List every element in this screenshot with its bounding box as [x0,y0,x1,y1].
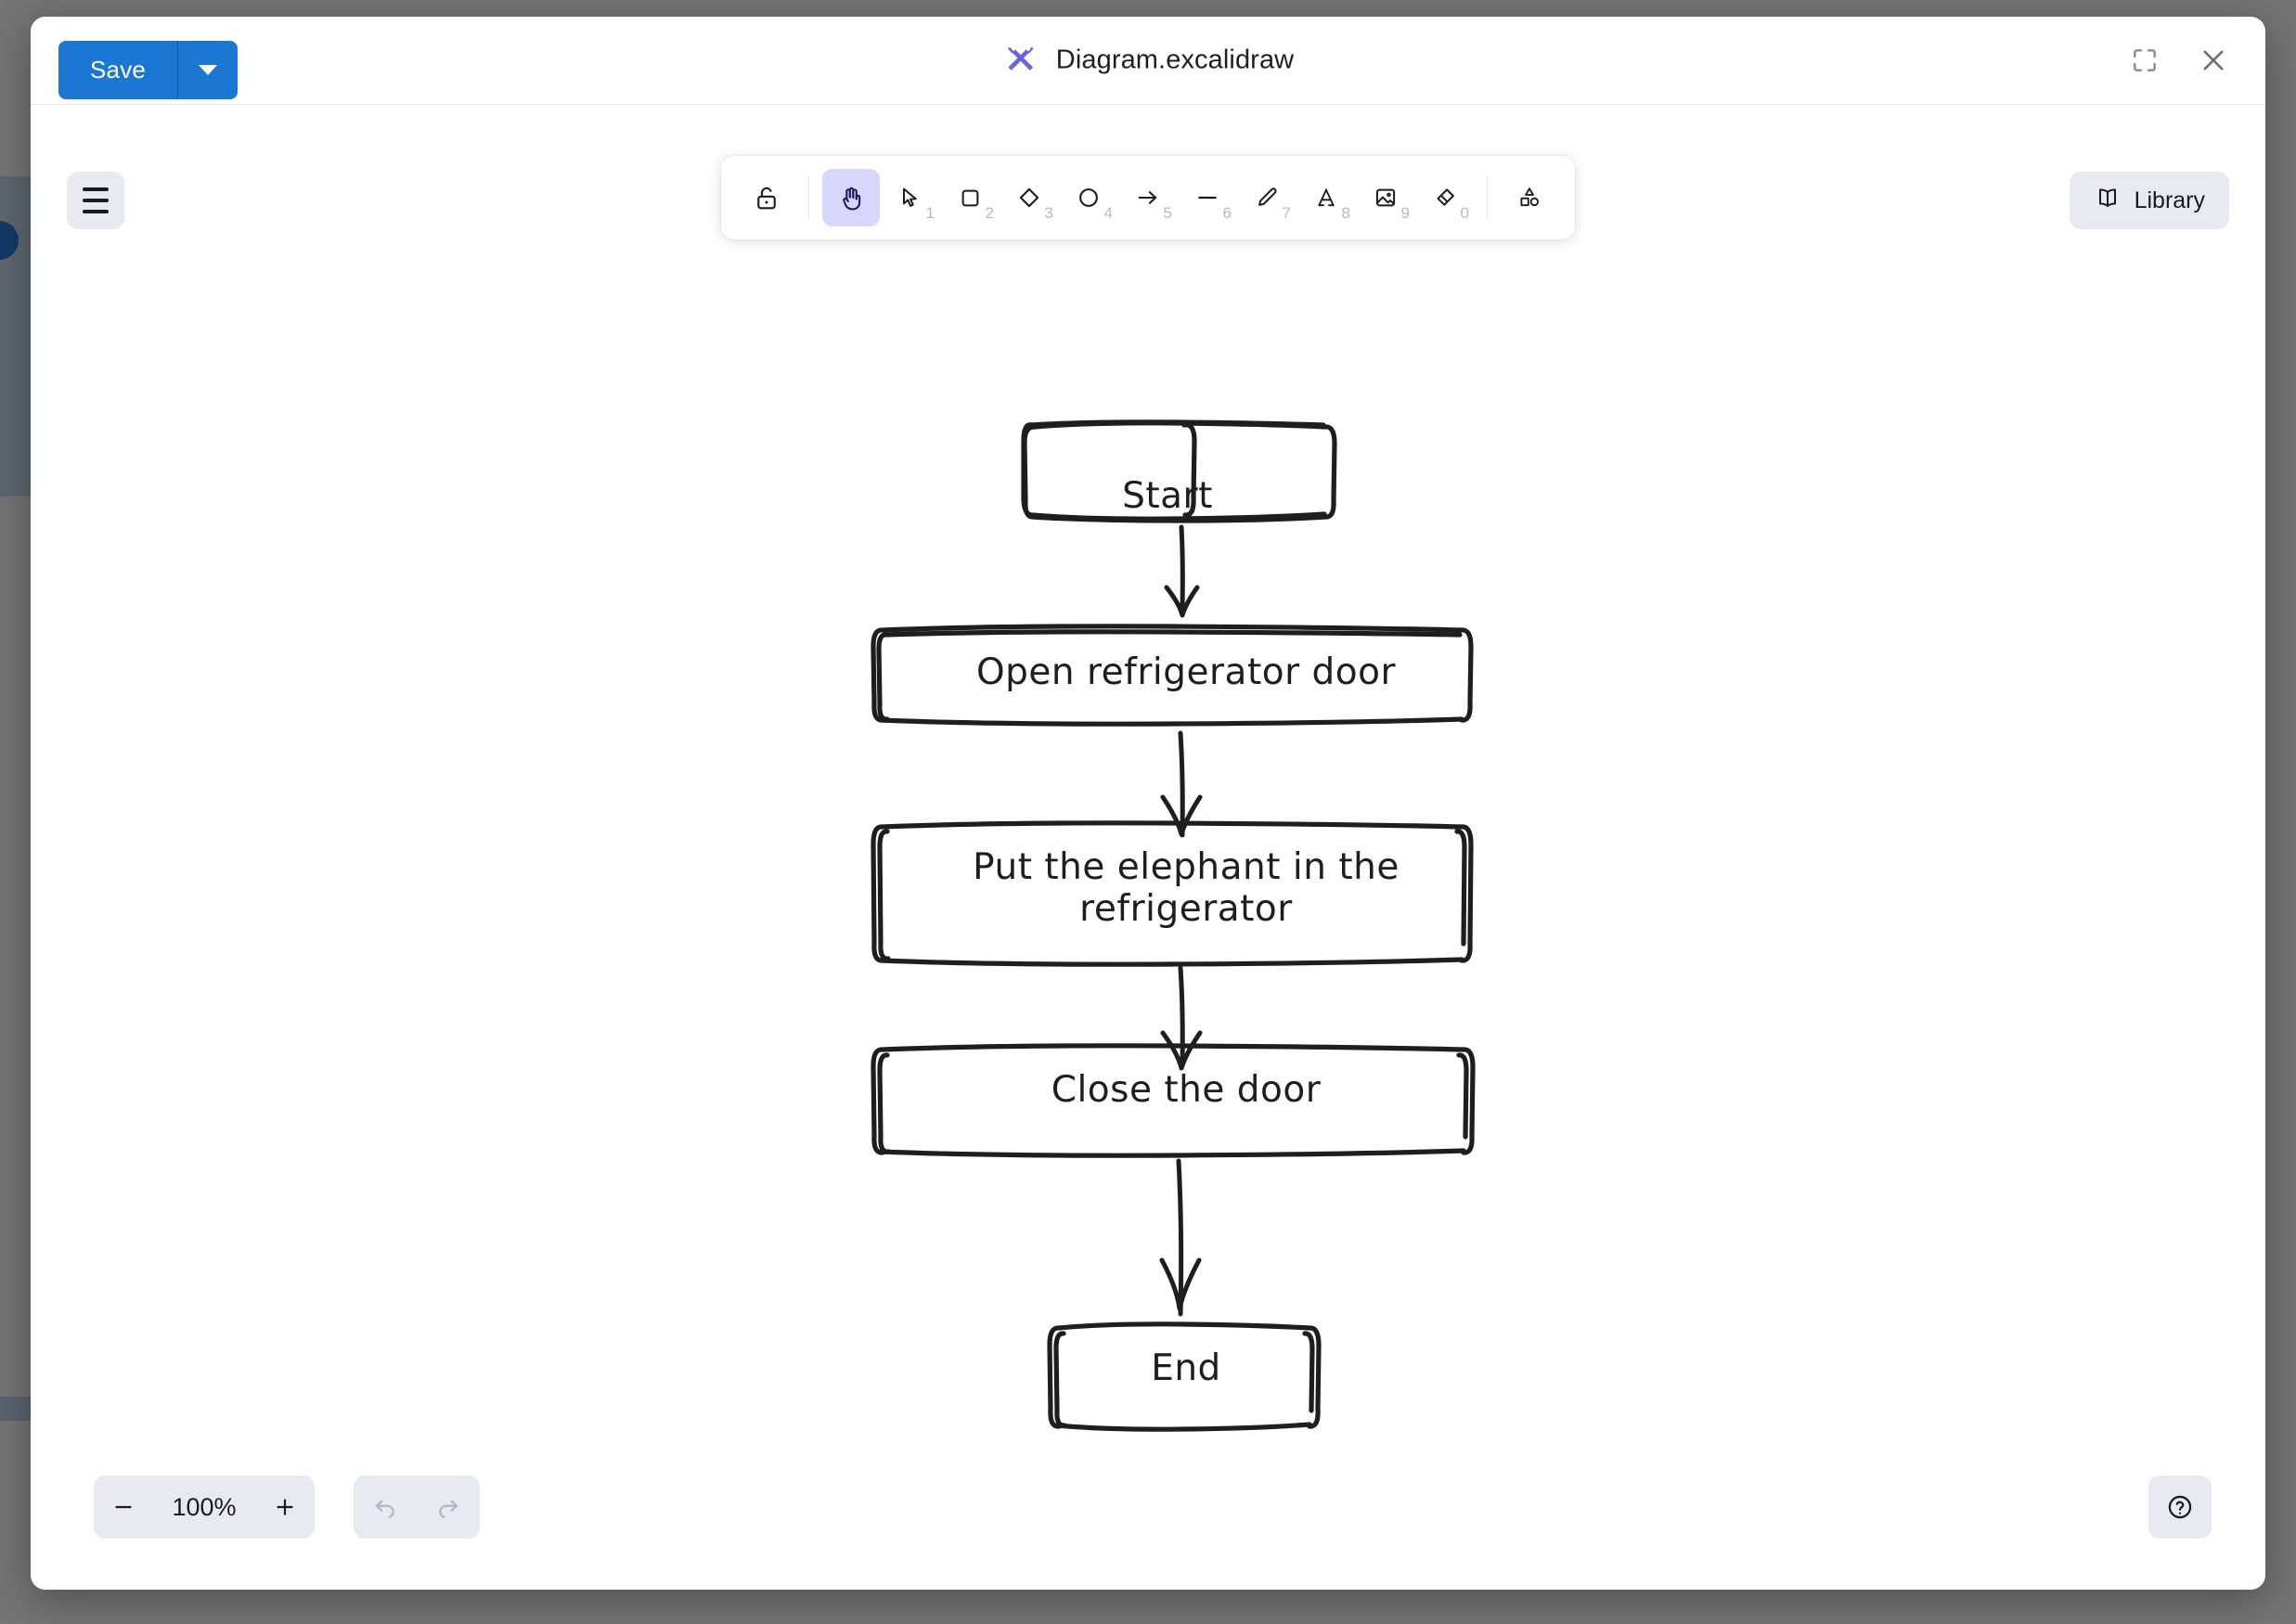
window-title-group: Diagram.excalidraw [1002,40,1294,82]
shapes-tool[interactable] [1501,169,1558,226]
connector-open-put [1160,730,1203,838]
excalidraw-logo-icon [1002,40,1039,82]
text-tool[interactable]: 8 [1297,169,1355,226]
background-play-icon [0,221,19,260]
redo-button[interactable] [417,1476,480,1539]
excalidraw-window: Save Diagram.excalidraw [31,17,2265,1590]
draw-tool[interactable]: 7 [1238,169,1296,226]
save-button[interactable]: Save [58,41,179,99]
hamburger-line [83,210,109,213]
toolbar-divider [1487,176,1488,219]
tool-shortcut: 2 [985,204,994,222]
zoom-controls: 100% [94,1476,315,1539]
page-title: Diagram.excalidraw [1055,45,1295,75]
tool-shortcut: 7 [1282,204,1291,222]
chevron-down-icon [199,65,218,75]
hamburger-line [83,187,109,191]
undo-button[interactable] [354,1476,417,1539]
zoom-level-value[interactable]: 100% [172,1492,237,1521]
diamond-tool[interactable]: 3 [1000,169,1058,226]
tool-shortcut: 5 [1163,204,1172,222]
tool-shortcut: 9 [1400,204,1410,222]
rectangle-tool[interactable]: 2 [941,169,999,226]
flowchart: Start Open refrigerator door Put the ele… [31,105,2265,1590]
book-icon [2094,184,2122,218]
node-close-door [871,1043,1476,1158]
zoom-in-button[interactable] [255,1476,315,1539]
tool-shortcut: 0 [1460,204,1469,222]
node-start [1021,419,1337,523]
zoom-out-button[interactable] [94,1476,153,1539]
tool-shortcut: 8 [1341,204,1350,222]
image-tool[interactable]: 9 [1357,169,1414,226]
flowchart-svg [871,419,1476,1432]
hamburger-menu-icon[interactable] [67,172,124,229]
library-label: Library [2134,187,2205,213]
tools-toolbar: 1 2 3 4 [721,156,1575,239]
line-tool[interactable]: 6 [1179,169,1236,226]
save-dropdown-button[interactable] [178,41,238,99]
fullscreen-button[interactable] [2124,40,2165,81]
node-open-door [871,624,1474,727]
node-put-elephant [871,820,1474,967]
connector-put-close [1160,965,1203,1071]
canvas-area[interactable]: 1 2 3 4 [31,105,2265,1590]
lock-tool[interactable] [738,169,795,226]
library-button[interactable]: Library [2069,172,2229,229]
tool-shortcut: 1 [925,204,935,222]
save-button-group[interactable]: Save [58,41,239,99]
toolbar-divider [808,176,809,219]
connector-start-open [1164,524,1200,618]
eraser-tool[interactable]: 0 [1416,169,1474,226]
tool-shortcut: 6 [1222,204,1232,222]
selection-tool[interactable]: 1 [882,169,939,226]
tool-shortcut: 4 [1103,204,1113,222]
tool-shortcut: 3 [1044,204,1053,222]
help-button[interactable] [2148,1476,2212,1539]
window-controls [2124,40,2234,81]
hamburger-line [83,199,109,202]
history-controls [354,1476,480,1539]
arrow-tool[interactable]: 5 [1119,169,1177,226]
ellipse-tool[interactable]: 4 [1060,169,1117,226]
hand-tool[interactable] [822,169,880,226]
connector-close-end [1159,1158,1202,1317]
window-titlebar: Save Diagram.excalidraw [31,17,2265,105]
node-end [1047,1321,1322,1432]
close-button[interactable] [2193,40,2234,81]
